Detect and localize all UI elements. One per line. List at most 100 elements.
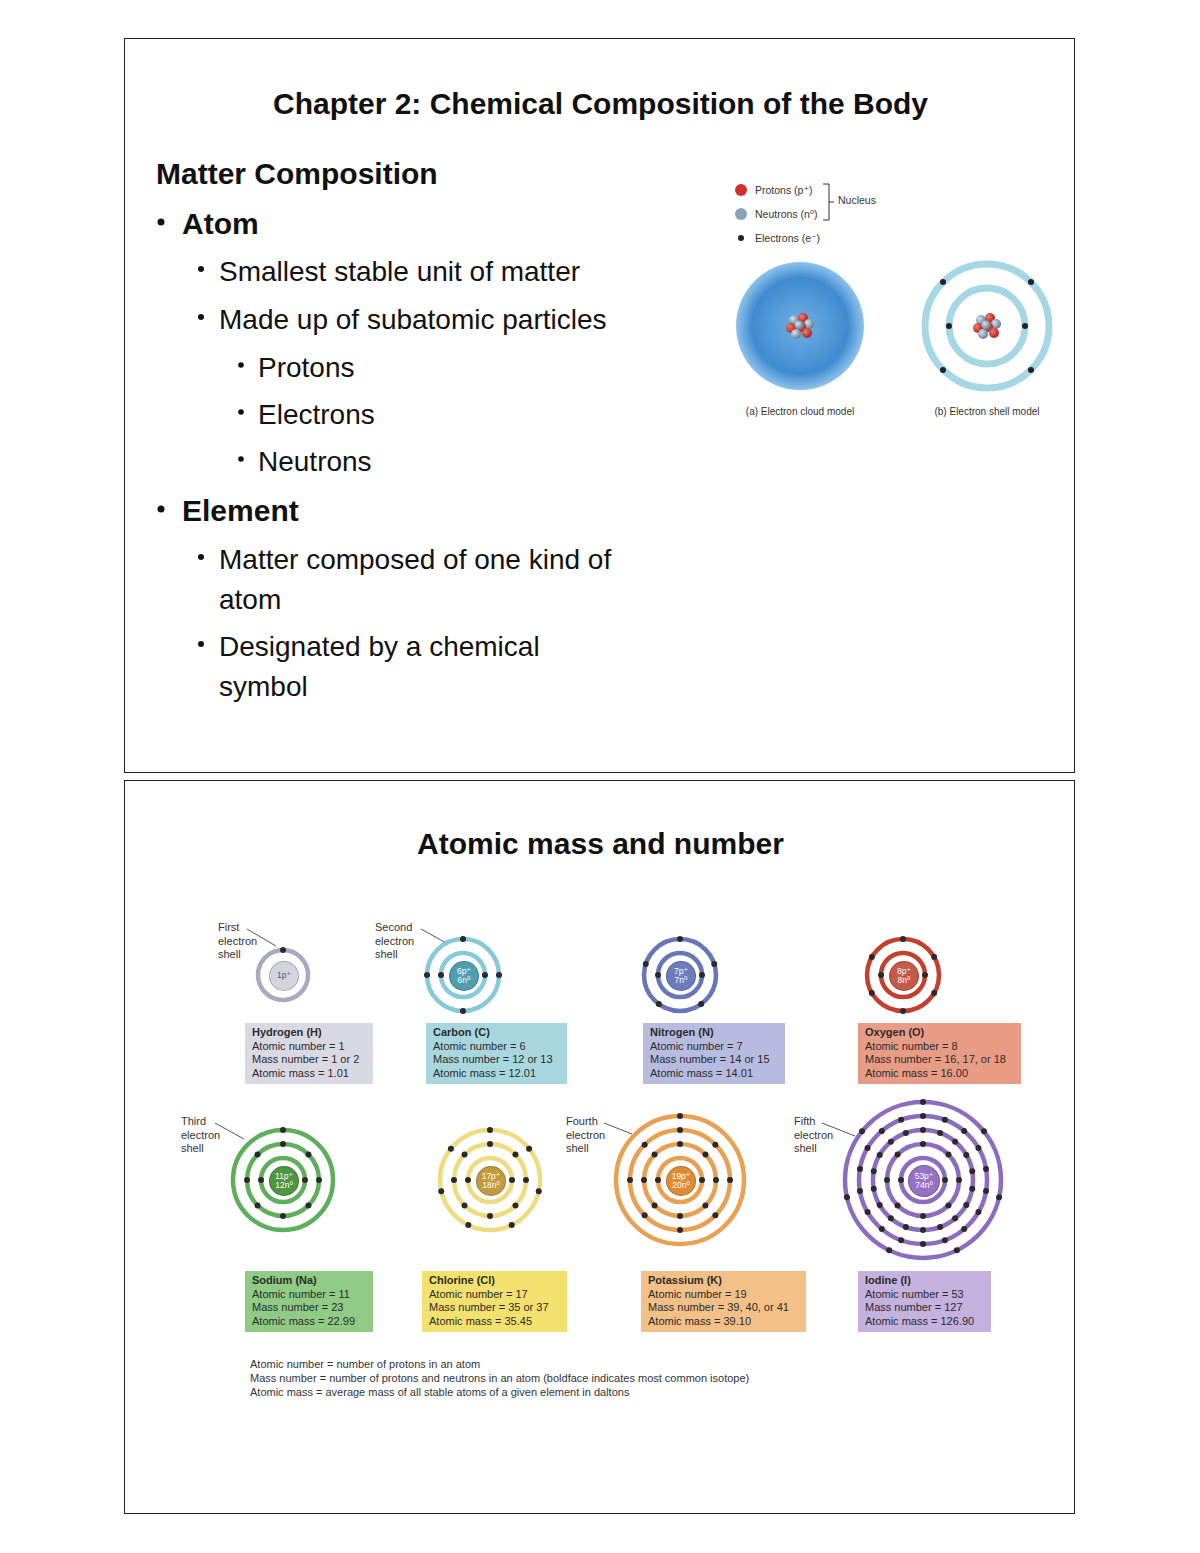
- electron: [886, 1247, 892, 1253]
- electron-cloud-model: [736, 262, 864, 390]
- electron: [937, 1224, 943, 1230]
- electron: [879, 1226, 885, 1232]
- figure-caption: (a) Electron cloud model: [720, 406, 880, 419]
- electron: [920, 1127, 926, 1133]
- element-fact: Mass number = 23: [252, 1301, 366, 1315]
- electron: [462, 1152, 468, 1158]
- electron: [922, 972, 928, 978]
- nucleus-circle: 6p⁺ 6n⁰: [449, 961, 479, 991]
- electron: [869, 954, 875, 960]
- electron: [871, 1168, 877, 1174]
- info-box: Chlorine (Cl)Atomic number = 17Mass numb…: [422, 1271, 567, 1332]
- electron: [487, 1141, 493, 1147]
- electron: [438, 972, 444, 978]
- electron: [465, 1177, 471, 1183]
- electron: [712, 1142, 718, 1148]
- electron: [702, 1152, 708, 1158]
- electron: [877, 1202, 883, 1208]
- electron: [702, 1202, 708, 1208]
- electron: [727, 1177, 733, 1183]
- element-fact: Atomic mass = 22.99: [252, 1315, 366, 1329]
- nucleus-label: 1p⁺: [271, 971, 297, 981]
- electron: [942, 1177, 948, 1183]
- legend-text: Protons (p⁺): [755, 184, 812, 196]
- element-name: Sodium (Na): [252, 1274, 366, 1288]
- electron: [963, 1152, 969, 1158]
- electron: [438, 1188, 444, 1194]
- nucleus-circle: 17p⁺ 18n⁰: [476, 1166, 506, 1196]
- electron: [952, 1215, 958, 1221]
- nucleus-circle: 8p⁺ 8n⁰: [889, 961, 919, 991]
- electron: [920, 1227, 926, 1233]
- electron-shell: [859, 1116, 987, 1244]
- legend-text: Electrons (e⁻): [755, 232, 820, 244]
- electron: [898, 1117, 904, 1123]
- bullet-text: Protons: [258, 348, 355, 388]
- callout-label: Fourth electron shell: [566, 1115, 614, 1156]
- electron: [280, 947, 286, 953]
- electron: [900, 1008, 906, 1014]
- electron: [699, 972, 705, 978]
- electron: [920, 1241, 926, 1247]
- electron-shell: [616, 1116, 744, 1244]
- electron: [652, 1152, 658, 1158]
- footnote: Mass number = number of protons and neut…: [250, 1372, 749, 1386]
- electron: [509, 1222, 515, 1228]
- element-fact: Mass number = 35 or 37: [429, 1301, 560, 1315]
- element-fact: Atomic mass = 1.01: [252, 1067, 366, 1081]
- electron: [969, 1168, 975, 1174]
- electron: [487, 1127, 493, 1133]
- slide-heading: Atomic mass and number: [125, 826, 1076, 862]
- electron: [627, 1177, 633, 1183]
- electron: [900, 936, 906, 942]
- electron: [305, 1152, 311, 1158]
- electron: [937, 1130, 943, 1136]
- electron: [448, 1146, 454, 1152]
- electron: [280, 1127, 286, 1133]
- bullet-heading: Atom: [182, 204, 259, 244]
- bullet-text: Made up of subatomic particles: [219, 300, 607, 340]
- electron-shell: [468, 1158, 512, 1202]
- electron: [920, 1141, 926, 1147]
- electron: [895, 1152, 901, 1158]
- electron: [482, 972, 488, 978]
- electron: [884, 1177, 890, 1183]
- electron: [460, 1008, 466, 1014]
- electron: [888, 1215, 894, 1221]
- electron-shell: [867, 939, 939, 1011]
- electron: [879, 1128, 885, 1134]
- element-name: Hydrogen (H): [252, 1026, 366, 1040]
- info-box: Carbon (C)Atomic number = 6Mass number =…: [426, 1023, 567, 1084]
- info-box: Sodium (Na)Atomic number = 11Mass number…: [245, 1271, 373, 1332]
- electron-shell: [644, 939, 716, 1011]
- electron: [878, 972, 884, 978]
- legend-item: Electrons (e⁻): [738, 231, 820, 245]
- electron-shell: [247, 1144, 319, 1216]
- element-fact: Atomic mass = 35.45: [429, 1315, 560, 1329]
- nucleus-label: 7p⁺ 7n⁰: [668, 967, 694, 986]
- nucleus-label: 19p⁺ 20n⁰: [668, 1172, 694, 1191]
- element-fact: Atomic mass = 14.01: [650, 1067, 778, 1081]
- electron-shell: [658, 953, 702, 997]
- footnote: Atomic number = number of protons in an …: [250, 1358, 480, 1372]
- nucleus-bracket: [823, 184, 834, 220]
- footnote: Atomic mass = average mass of all stable…: [250, 1386, 629, 1400]
- element-fact: Atomic mass = 39.10: [648, 1315, 799, 1329]
- bullet-text: Neutrons: [258, 442, 372, 482]
- electron: [652, 1202, 658, 1208]
- electron: [975, 1209, 981, 1215]
- element-name: Nitrogen (N): [650, 1026, 778, 1040]
- electron: [424, 972, 430, 978]
- callout-label: Second electron shell: [375, 921, 423, 962]
- electron: [302, 1177, 308, 1183]
- electron: [931, 990, 937, 996]
- element-fact: Atomic number = 6: [433, 1040, 560, 1054]
- electron-shell: [440, 1130, 540, 1230]
- nucleus-circle: 7p⁺ 7n⁰: [666, 961, 696, 991]
- electron: [983, 1166, 989, 1172]
- electron: [942, 1117, 948, 1123]
- electron: [903, 1224, 909, 1230]
- element-name: Potassium (K): [648, 1274, 799, 1288]
- electron: [713, 1177, 719, 1183]
